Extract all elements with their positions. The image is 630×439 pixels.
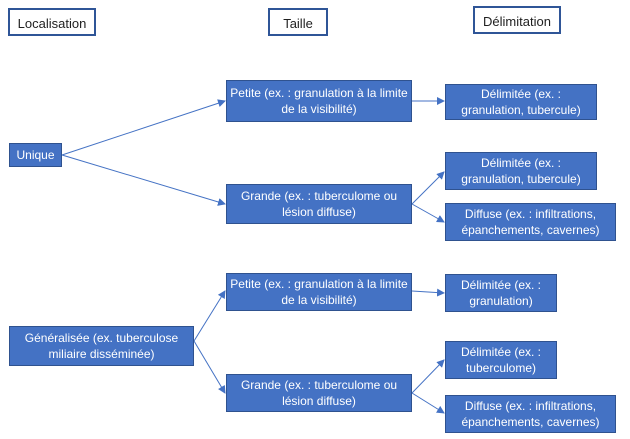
node-delimitee-unique-petite: Délimitée (ex. : granulation, tubercule) [445, 84, 597, 120]
header-taille-label: Taille [283, 16, 313, 31]
header-localisation: Localisation [8, 8, 96, 36]
header-delimitation: Délimitation [473, 6, 561, 34]
node-grande-generalisee: Grande (ex. : tuberculome ou lésion diff… [226, 374, 412, 412]
node-petite-generalisee: Petite (ex. : granulation à la limite de… [226, 273, 412, 311]
node-diffuse-generalisee: Diffuse (ex. : infiltrations, épanchemen… [445, 395, 616, 433]
arrow-grande-to-diffuse [411, 203, 445, 223]
node-delimitee-generalisee-petite: Délimitée (ex. : granulation) [445, 274, 557, 312]
node-diffuse-unique: Diffuse (ex. : infiltrations, épanchemen… [445, 203, 616, 241]
header-delimitation-label: Délimitation [483, 14, 551, 29]
arrow-unique-to-grande [61, 154, 226, 206]
node-generalisee: Généralisée (ex. tuberculose miliaire di… [9, 326, 194, 366]
header-taille: Taille [268, 8, 328, 36]
arrow-grande-to-delimitee [411, 171, 445, 205]
node-grande-unique: Grande (ex. : tuberculome ou lésion diff… [226, 184, 412, 224]
arrow-unique-to-petite [61, 99, 226, 156]
node-delimitee-unique-grande: Délimitée (ex. : granulation, tubercule) [445, 152, 597, 190]
arrow-grande-to-diffuse-2 [411, 392, 445, 414]
header-localisation-label: Localisation [17, 16, 87, 31]
arrow-petite-to-delimitee-2 [411, 288, 445, 297]
arrow-generalisee-to-petite [193, 290, 226, 342]
arrow-generalisee-to-grande [193, 340, 226, 394]
arrow-grande-to-delimitee-2 [411, 359, 445, 394]
node-unique: Unique [9, 143, 62, 167]
node-delimitee-generalisee-grande: Délimitée (ex. : tuberculome) [445, 341, 557, 379]
node-petite-unique: Petite (ex. : granulation à la limite de… [226, 80, 412, 122]
